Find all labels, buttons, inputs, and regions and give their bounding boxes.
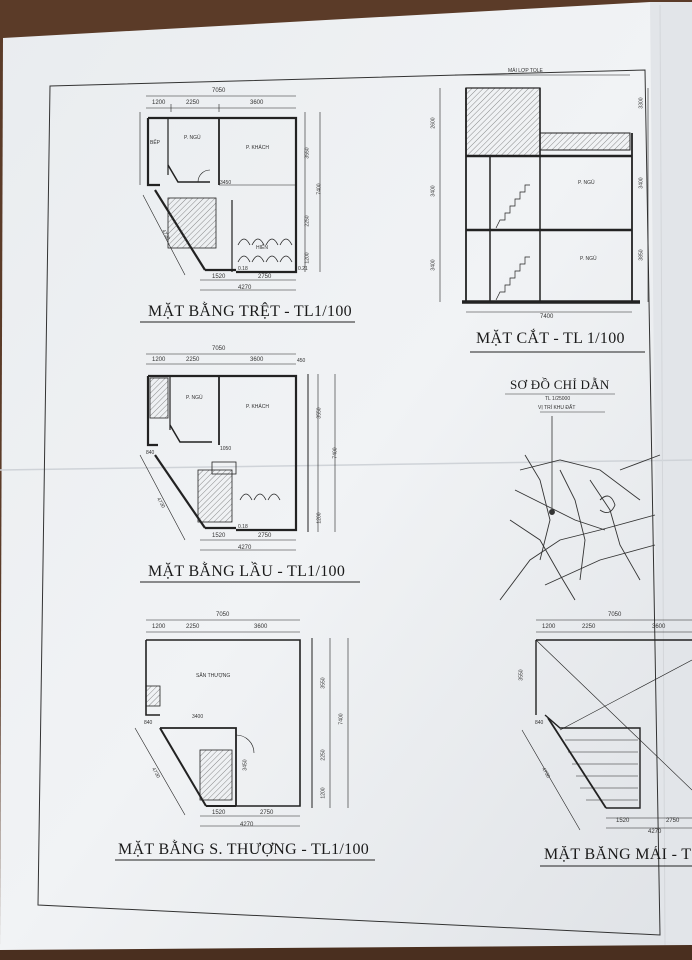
- dim-label: 7400: [540, 314, 554, 320]
- plan-upper-title: MẶT BẰNG LẦU - TL1/100: [148, 563, 346, 580]
- dim-label: 1200: [152, 357, 166, 363]
- dim-label: 3550: [518, 669, 525, 681]
- dim-label: 3600: [254, 624, 268, 630]
- location-marker: VỊ TRÍ KHU ĐẤT: [538, 405, 576, 411]
- section-title: MẶT CẮT - TL 1/100: [476, 330, 625, 347]
- plan-ground-title: MẶT BẰNG TRỆT - TL1/100: [148, 303, 352, 320]
- plan-roof-title: MẶT BẰNG MÁI - T: [544, 846, 692, 863]
- dim-label: 4270: [238, 285, 252, 291]
- dim-label: 450: [297, 358, 306, 364]
- dim-label: 3450: [220, 180, 232, 186]
- dim-label: 2750: [258, 274, 272, 280]
- dim-label: 1200: [152, 624, 166, 630]
- dim-label: 3400: [192, 714, 204, 720]
- drawing-border: [37, 69, 661, 936]
- dim-label: 7400: [332, 447, 339, 459]
- dim-label: 2250: [582, 624, 596, 630]
- room-label: P. NGỦ: [580, 256, 597, 262]
- dim-label: 1520: [212, 274, 226, 280]
- dim-label: 2250: [186, 624, 200, 630]
- dim-label: 1200: [152, 100, 166, 106]
- dim-label: 2250: [186, 100, 200, 106]
- dim-label: 7050: [212, 88, 226, 94]
- dim-label: 1200: [542, 624, 556, 630]
- dim-label: 3600: [250, 100, 264, 106]
- dim-label: 3400: [430, 185, 437, 197]
- dim-label: 1520: [212, 810, 226, 816]
- dim-label: 1520: [616, 818, 630, 824]
- dim-label: 3400: [638, 177, 645, 189]
- dim-label: 840: [146, 450, 155, 456]
- room-label: P. NGỦ: [184, 135, 201, 141]
- plan-ground-floor: [139, 95, 355, 323]
- room-label: SÂN THƯỢNG: [196, 673, 231, 679]
- dim-label: 1200: [316, 512, 323, 524]
- dim-label: 2750: [666, 818, 680, 824]
- dim-label: 2600: [430, 117, 437, 129]
- dim-label: 7400: [338, 713, 345, 725]
- dim-label: 840: [144, 720, 153, 726]
- dim-label: 7400: [316, 183, 323, 195]
- room-label: P. KHÁCH: [246, 404, 269, 410]
- plan-roof-terrace: [115, 619, 375, 861]
- room-label: BẾP: [150, 140, 161, 146]
- plan-roof-terrace-title: MẶT BẰNG S. THƯỢNG - TL1/100: [118, 841, 370, 858]
- room-label: P. NGỦ: [578, 180, 595, 186]
- dim-label: 2250: [320, 749, 327, 761]
- dim-label: 0.18: [238, 524, 248, 530]
- room-label: HIÊN: [256, 245, 268, 251]
- dim-label: 3600: [250, 357, 264, 363]
- dim-label: 2750: [260, 810, 274, 816]
- plan-upper-floor: [139, 353, 360, 583]
- dim-label: 2250: [304, 215, 311, 227]
- dim-label: 3550: [316, 407, 323, 419]
- dim-label: 7050: [212, 346, 226, 352]
- dim-label: 4270: [648, 829, 662, 835]
- location-map: [499, 393, 661, 601]
- dim-label: 3850: [638, 249, 645, 261]
- dim-label: 2250: [186, 357, 200, 363]
- dim-label: 3300: [638, 97, 645, 109]
- dim-label: 1200: [304, 252, 311, 264]
- dim-label: 3600: [652, 624, 666, 630]
- dim-label: 1050: [220, 446, 232, 452]
- dim-label: 0.18: [238, 266, 248, 272]
- dim-label: 3550: [320, 677, 327, 689]
- dim-label: 1520: [212, 533, 226, 539]
- dim-label: 4270: [240, 822, 254, 828]
- dim-label: 7050: [216, 612, 230, 618]
- section-view: [439, 74, 649, 353]
- dim-label: 3550: [304, 147, 311, 159]
- dim-label: 7050: [608, 612, 622, 618]
- dim-label: 0.21: [298, 266, 308, 272]
- plan-roof: [521, 619, 692, 867]
- location-title: SƠ ĐỒ CHỈ DẪN: [510, 377, 610, 392]
- room-label: P. KHÁCH: [246, 145, 269, 151]
- room-label: P. NGỦ: [186, 395, 203, 401]
- location-scale: TL 1/25000: [545, 396, 571, 402]
- dim-label: 3400: [430, 259, 437, 271]
- dim-label: 840: [535, 720, 544, 726]
- dim-label: 4270: [238, 545, 252, 551]
- dim-label: 1200: [320, 787, 327, 799]
- roof-label: MÁI LỢP TOLE: [508, 68, 543, 74]
- dim-label: 3450: [242, 759, 249, 771]
- plan-roof-title-clip: MẶT BẰNG MÁI - T: [540, 846, 692, 868]
- dim-label: 2750: [258, 533, 272, 539]
